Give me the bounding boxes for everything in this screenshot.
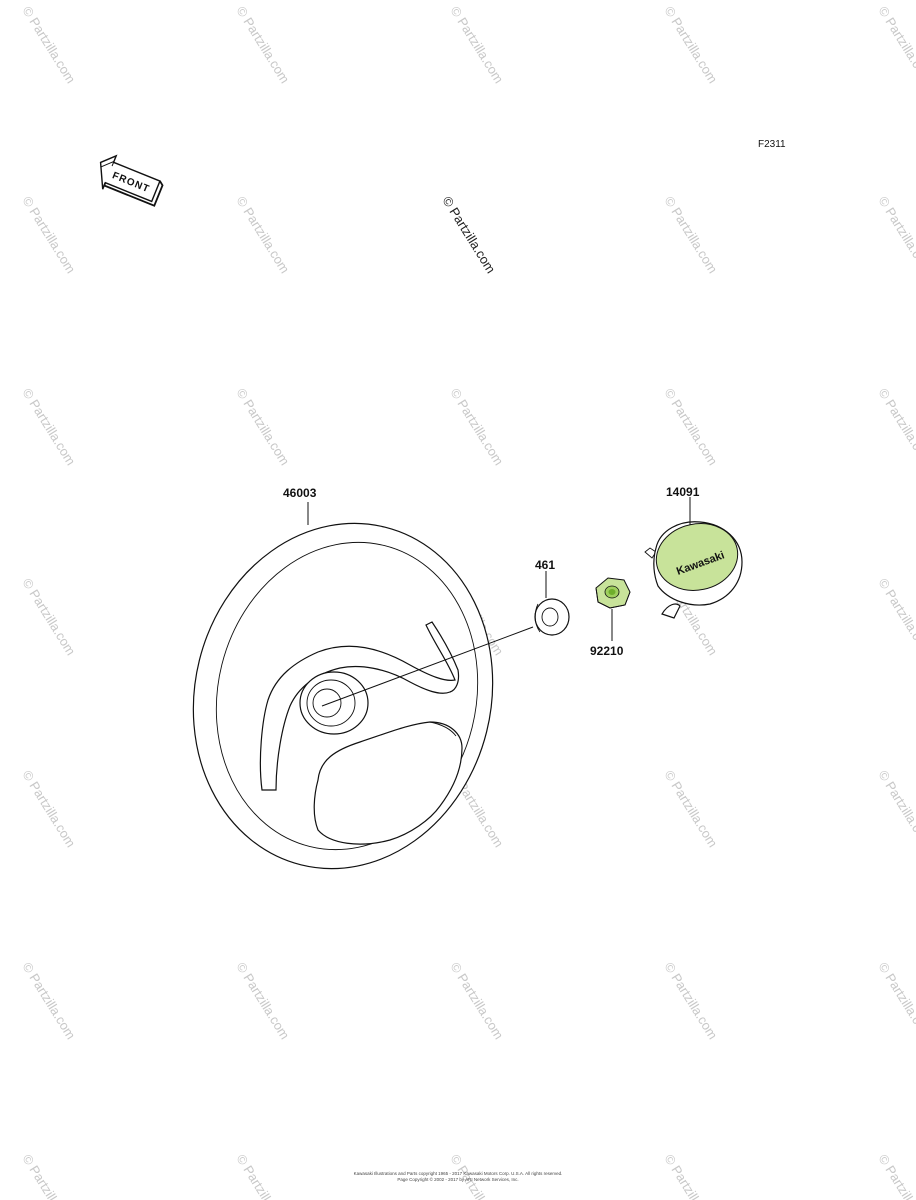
assembly-axis-line — [321, 626, 534, 707]
washer-label[interactable]: 461 — [535, 558, 555, 572]
watermark-text: © Partzilla.com — [875, 960, 916, 1042]
watermark-text: © Partzilla.com — [447, 386, 506, 468]
nut-part[interactable] — [595, 577, 631, 609]
watermark-text: © Partzilla.com — [233, 960, 292, 1042]
watermark-text: © Partzilla.com — [19, 1152, 78, 1200]
watermark-text: © Partzilla.com — [19, 576, 78, 658]
watermark-text: © Partzilla.com — [447, 4, 506, 86]
watermark-text: © Partzilla.com — [661, 4, 720, 86]
steering-wheel-label[interactable]: 46003 — [283, 486, 317, 500]
watermark-text: © Partzilla.com — [447, 960, 506, 1042]
center-watermark: © Partzilla.com — [439, 194, 498, 276]
watermark-text: © Partzilla.com — [661, 1152, 720, 1200]
washer-part[interactable] — [534, 598, 570, 636]
watermark-text: © Partzilla.com — [19, 386, 78, 468]
watermark-text: © Partzilla.com — [661, 386, 720, 468]
watermark-text: © Partzilla.com — [19, 194, 78, 276]
footer-copyright: Kawasaki Illustrations and Parts copyrig… — [354, 1171, 563, 1176]
watermark-text: © Partzilla.com — [875, 194, 916, 276]
watermark-text: © Partzilla.com — [19, 960, 78, 1042]
watermark-text: © Partzilla.com — [875, 768, 916, 850]
watermark-text: © Partzilla.com — [875, 576, 916, 658]
nut-label[interactable]: 92210 — [590, 644, 624, 658]
cap-part[interactable]: Kawasaki — [644, 516, 744, 619]
watermark-text: © Partzilla.com — [19, 768, 78, 850]
front-arrow-icon: FRONT — [99, 154, 164, 207]
watermark-text: © Partzilla.com — [661, 768, 720, 850]
watermark-text: © Partzilla.com — [875, 386, 916, 468]
watermark-text: © Partzilla.com — [233, 194, 292, 276]
watermark-text: © Partzilla.com — [233, 4, 292, 86]
figure-code: F2311 — [758, 139, 786, 150]
watermark-text: © Partzilla.com — [661, 194, 720, 276]
watermark-text: © Partzilla.com — [233, 386, 292, 468]
watermark-text: © Partzilla.com — [875, 1152, 916, 1200]
watermark-text: © Partzilla.com — [875, 4, 916, 86]
steering-wheel-part[interactable] — [157, 491, 528, 900]
footer-page-copyright: Page Copyright © 2002 - 2017 by ARI Netw… — [397, 1176, 518, 1182]
watermark-text: © Partzilla.com — [661, 960, 720, 1042]
watermark-text: © Partzilla.com — [19, 4, 78, 86]
watermark-text: © Partzilla.com — [233, 1152, 292, 1200]
cap-label[interactable]: 14091 — [666, 485, 700, 499]
